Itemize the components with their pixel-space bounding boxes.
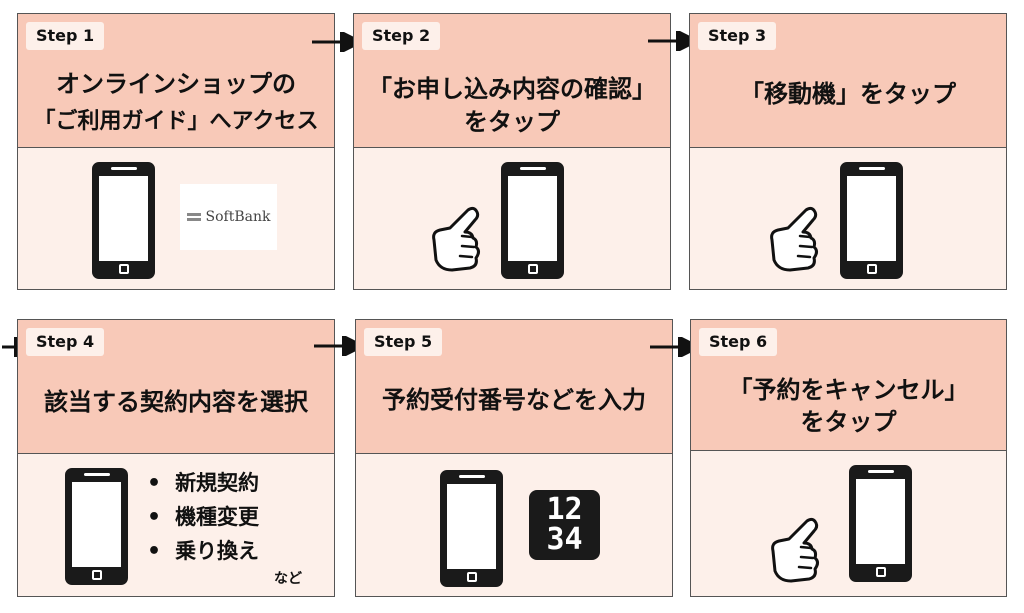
step-3-card: Step 3 「移動機」をタップ (689, 13, 1007, 290)
step-1-title-line-1: オンラインショップの (56, 70, 296, 98)
pointing-hand-icon (771, 517, 819, 583)
code-digits-row-1: 12 (546, 492, 583, 527)
arrow-step1-to-step2-icon (312, 32, 364, 52)
step-2-title-line-2: をタップ (464, 108, 560, 136)
pointing-hand-icon (432, 206, 480, 272)
step-2-badge: Step 2 (362, 22, 441, 50)
step-1-body: SoftBank (18, 148, 334, 289)
contract-option-model-change: 機種変更 (147, 500, 259, 534)
step-2-body (354, 148, 670, 289)
step-5-card: Step 5 予約受付番号などを入力 12 34 (355, 319, 673, 597)
contract-options-etc: など (274, 571, 302, 587)
pointing-hand-icon (770, 206, 818, 272)
softbank-logo: SoftBank (180, 184, 277, 250)
step-1-card: Step 1 オンラインショップの 「ご利用ガイド」へアクセス SoftBank (17, 13, 335, 290)
step-1-badge: Step 1 (26, 22, 105, 50)
step-3-title-line-1: 「移動機」をタップ (740, 80, 956, 108)
smartphone-icon (440, 470, 503, 587)
code-digits-row-2: 34 (546, 522, 583, 557)
step-6-title-line-1: 「予約をキャンセル」 (728, 376, 969, 404)
step-5-title-line-1: 予約受付番号などを入力 (382, 386, 646, 414)
step-2-header: Step 2 「お申し込み内容の確認」 をタップ (354, 14, 670, 148)
step-3-header: Step 3 「移動機」をタップ (690, 14, 1006, 148)
step-1-title-line-2: 「ご利用ガイド」へアクセス (33, 109, 319, 134)
smartphone-icon (849, 465, 912, 582)
contract-options-list: 新規契約 機種変更 乗り換え (147, 466, 259, 568)
contract-option-new: 新規契約 (147, 466, 259, 500)
step-3-badge: Step 3 (698, 22, 777, 50)
step-4-header: Step 4 該当する契約内容を選択 (18, 320, 334, 454)
step-4-badge: Step 4 (26, 328, 105, 356)
smartphone-icon (840, 162, 903, 279)
step-6-card: Step 6 「予約をキャンセル」 をタップ (690, 319, 1007, 597)
step-5-body: 12 34 (356, 454, 672, 596)
step-1-header: Step 1 オンラインショップの 「ご利用ガイド」へアクセス (18, 14, 334, 148)
step-2-title-line-1: 「お申し込み内容の確認」 (368, 75, 656, 103)
step-6-header: Step 6 「予約をキャンセル」 をタップ (691, 320, 1006, 451)
arrow-step2-to-step3-icon (648, 31, 700, 51)
step-3-body (690, 148, 1006, 289)
softbank-logo-mark-icon (186, 211, 201, 223)
step-5-header: Step 5 予約受付番号などを入力 (356, 320, 672, 454)
softbank-logo-text: SoftBank (205, 209, 271, 225)
step-6-badge: Step 6 (699, 328, 778, 356)
contract-option-switch: 乗り換え (147, 534, 259, 568)
step-6-body (691, 451, 1006, 596)
code-number-icon: 12 34 (529, 490, 600, 560)
arrow-step4-to-step5-icon (314, 336, 366, 356)
step-4-title-line-1: 該当する契約内容を選択 (44, 388, 308, 416)
smartphone-icon (501, 162, 564, 279)
step-4-card: Step 4 該当する契約内容を選択 新規契約 機種変更 乗り換え など (17, 319, 335, 597)
step-5-badge: Step 5 (364, 328, 443, 356)
smartphone-icon (92, 162, 155, 279)
smartphone-icon (65, 468, 128, 585)
step-4-body: 新規契約 機種変更 乗り換え など (18, 454, 334, 596)
step-2-card: Step 2 「お申し込み内容の確認」 をタップ (353, 13, 671, 290)
step-6-title-line-2: をタップ (800, 408, 897, 436)
arrow-step5-to-step6-icon (650, 337, 702, 357)
